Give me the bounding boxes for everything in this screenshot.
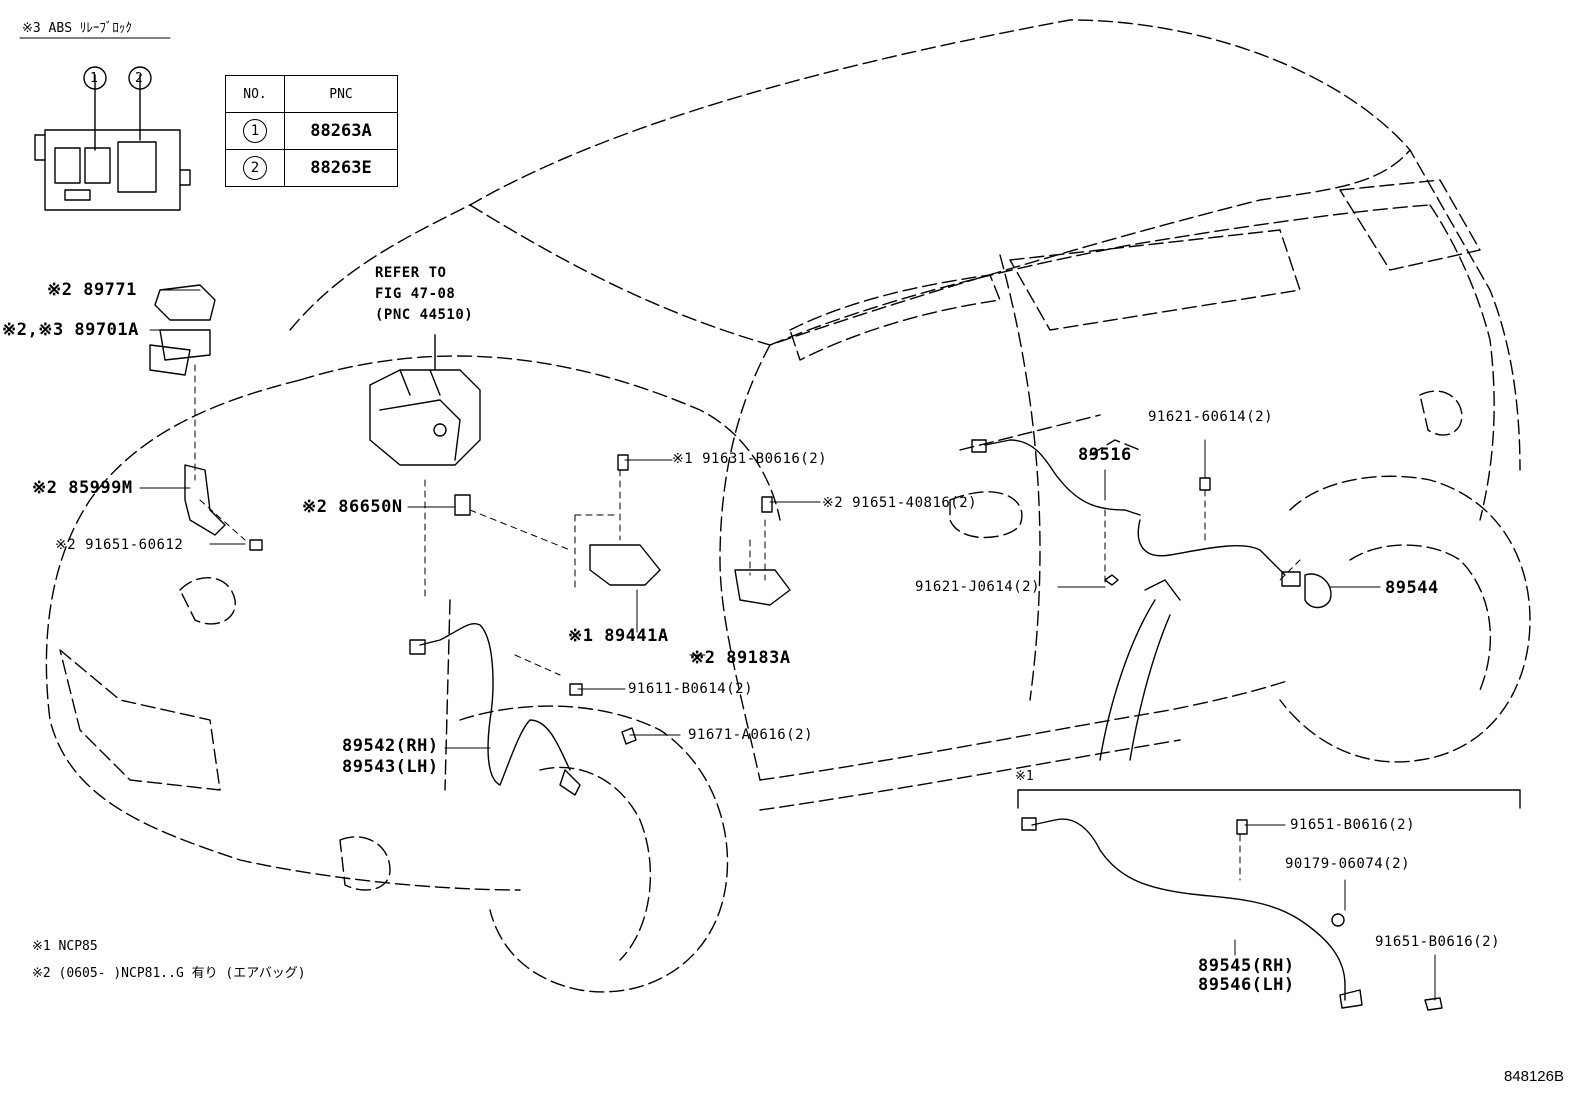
table-row: 2 88263E [225,149,398,187]
inset-bracket [1017,789,1521,809]
pnc-table: NO. PNC 1 88263A 2 88263E [225,75,398,187]
part-label-86650n: ※2 86650N [302,497,403,517]
diagram-id: 848126B [1503,1068,1564,1085]
part-label-91651-b0616-b: 91651-B0616(2) [1375,934,1501,950]
header-no: NO. [225,75,285,113]
row-no: 2 [243,156,267,180]
header-pnc: PNC [284,75,398,113]
part-label-89183a: ※2 89183A [690,648,791,668]
part-label-89544: 89544 [1385,578,1439,598]
vehicle-body-outline [45,19,1531,993]
leader-lines [139,289,1436,1001]
module-shapes [149,284,1443,1011]
part-label-89771: ※2 89771 [47,280,137,300]
relay-marker-2: 2 [135,71,143,86]
part-label-91651-b0616-a: 91651-B0616(2) [1290,817,1416,833]
detail-arrow [1099,579,1181,761]
relay-marker-1: 1 [90,71,98,86]
part-label-89516: 89516 [1078,445,1132,465]
part-label-90179: 90179-06074(2) [1285,856,1411,872]
refer-line-1: REFER TO [375,265,447,281]
part-label-89441a: ※1 89441A [568,626,669,646]
inset-mark: ※1 [1015,769,1034,784]
part-connectors [194,364,1301,881]
row-no: 1 [243,119,267,143]
part-label-91651-40816: ※2 91651-40816(2) [822,495,978,511]
abs-relay-block-drawing [34,66,191,211]
part-label-91651-60612: ※2 91651-60612 [55,537,184,553]
part-label-85999m: ※2 85999M [32,478,133,498]
part-label-91621-60614: 91621-60614(2) [1148,409,1274,425]
footnote-1: ※1 NCP85 [32,939,98,954]
footnote-2: ※2 (0605- )NCP81..G 有り (エアバッグ) [32,966,306,981]
part-label-91621-j0614: 91621-J0614(2) [915,579,1041,595]
part-label-89542: 89542(RH) [342,736,439,756]
abs-actuator-drawing [369,334,481,466]
refer-line-2: FIG 47-08 [375,286,456,302]
refer-line-3: (PNC 44510) [375,307,474,323]
part-label-91671: 91671-A0616(2) [688,727,814,743]
part-label-91631: ※1 91631-B0616(2) [672,451,828,467]
row-pnc: 88263E [284,149,398,187]
table-row: 1 88263A [225,112,398,150]
part-label-91611: 91611-B0614(2) [628,681,754,697]
pnc-table-header: NO. PNC [225,75,398,113]
part-label-89546: 89546(LH) [1198,975,1295,995]
part-label-89543: 89543(LH) [342,757,439,777]
part-label-89701a: ※2,※3 89701A [2,320,139,340]
relay-block-title: ※3 ABS ﾘﾚｰﾌﾞﾛｯｸ [22,21,132,36]
part-label-89545: 89545(RH) [1198,956,1295,976]
wire-harnesses [409,439,1363,1009]
row-pnc: 88263A [284,112,398,150]
